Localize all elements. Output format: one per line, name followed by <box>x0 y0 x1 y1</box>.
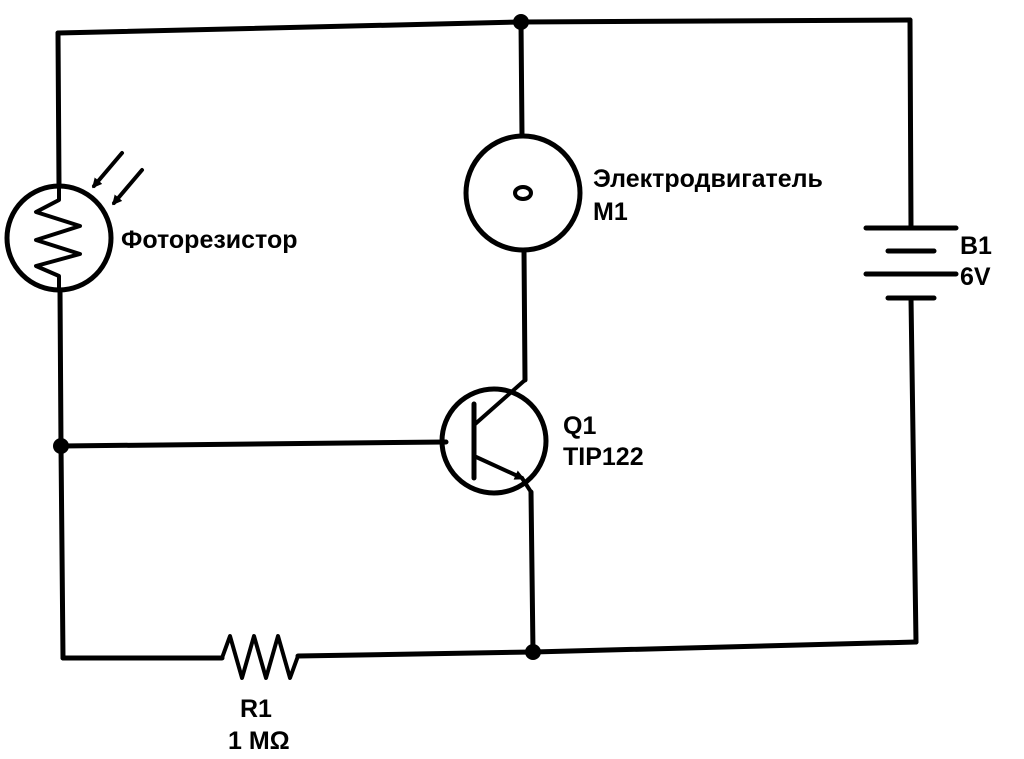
motor-symbol <box>463 133 583 253</box>
top-wire <box>55 17 913 36</box>
light-arrow-1 <box>92 151 124 189</box>
bottom-right-wire <box>295 639 919 659</box>
base-wire <box>58 439 449 449</box>
resistor-symbol <box>220 634 300 680</box>
battery-ref-label: B1 <box>960 232 992 260</box>
light-arrow-2 <box>112 168 144 206</box>
transistor-ref-label: Q1 <box>563 412 596 440</box>
motor-bottom-wire <box>521 247 528 383</box>
left-middle-wire <box>57 287 64 449</box>
transistor-symbol <box>439 378 549 496</box>
junction-left <box>53 438 69 454</box>
transistor-part-label: TIP122 <box>563 443 644 471</box>
motor-top-wire <box>518 19 525 139</box>
photoresistor-symbol <box>4 151 144 293</box>
right-upper-wire <box>907 17 914 231</box>
right-lower-wire <box>908 295 919 645</box>
left-lower-wire <box>58 443 66 661</box>
motor-name-label: Электродвигатель <box>593 165 823 193</box>
resistor-value-label: 1 MΩ <box>228 727 290 755</box>
junction-bottom <box>525 644 541 660</box>
resistor-ref-label: R1 <box>240 695 272 723</box>
battery-symbol <box>863 225 959 301</box>
left-upper-wire <box>55 30 62 188</box>
wires <box>55 17 919 661</box>
battery-value-label: 6V <box>960 263 991 291</box>
emitter-wire <box>528 489 536 655</box>
motor-ref-label: M1 <box>593 198 628 226</box>
junction-top <box>513 14 529 30</box>
photoresistor-label: Фоторезистор <box>121 226 298 254</box>
